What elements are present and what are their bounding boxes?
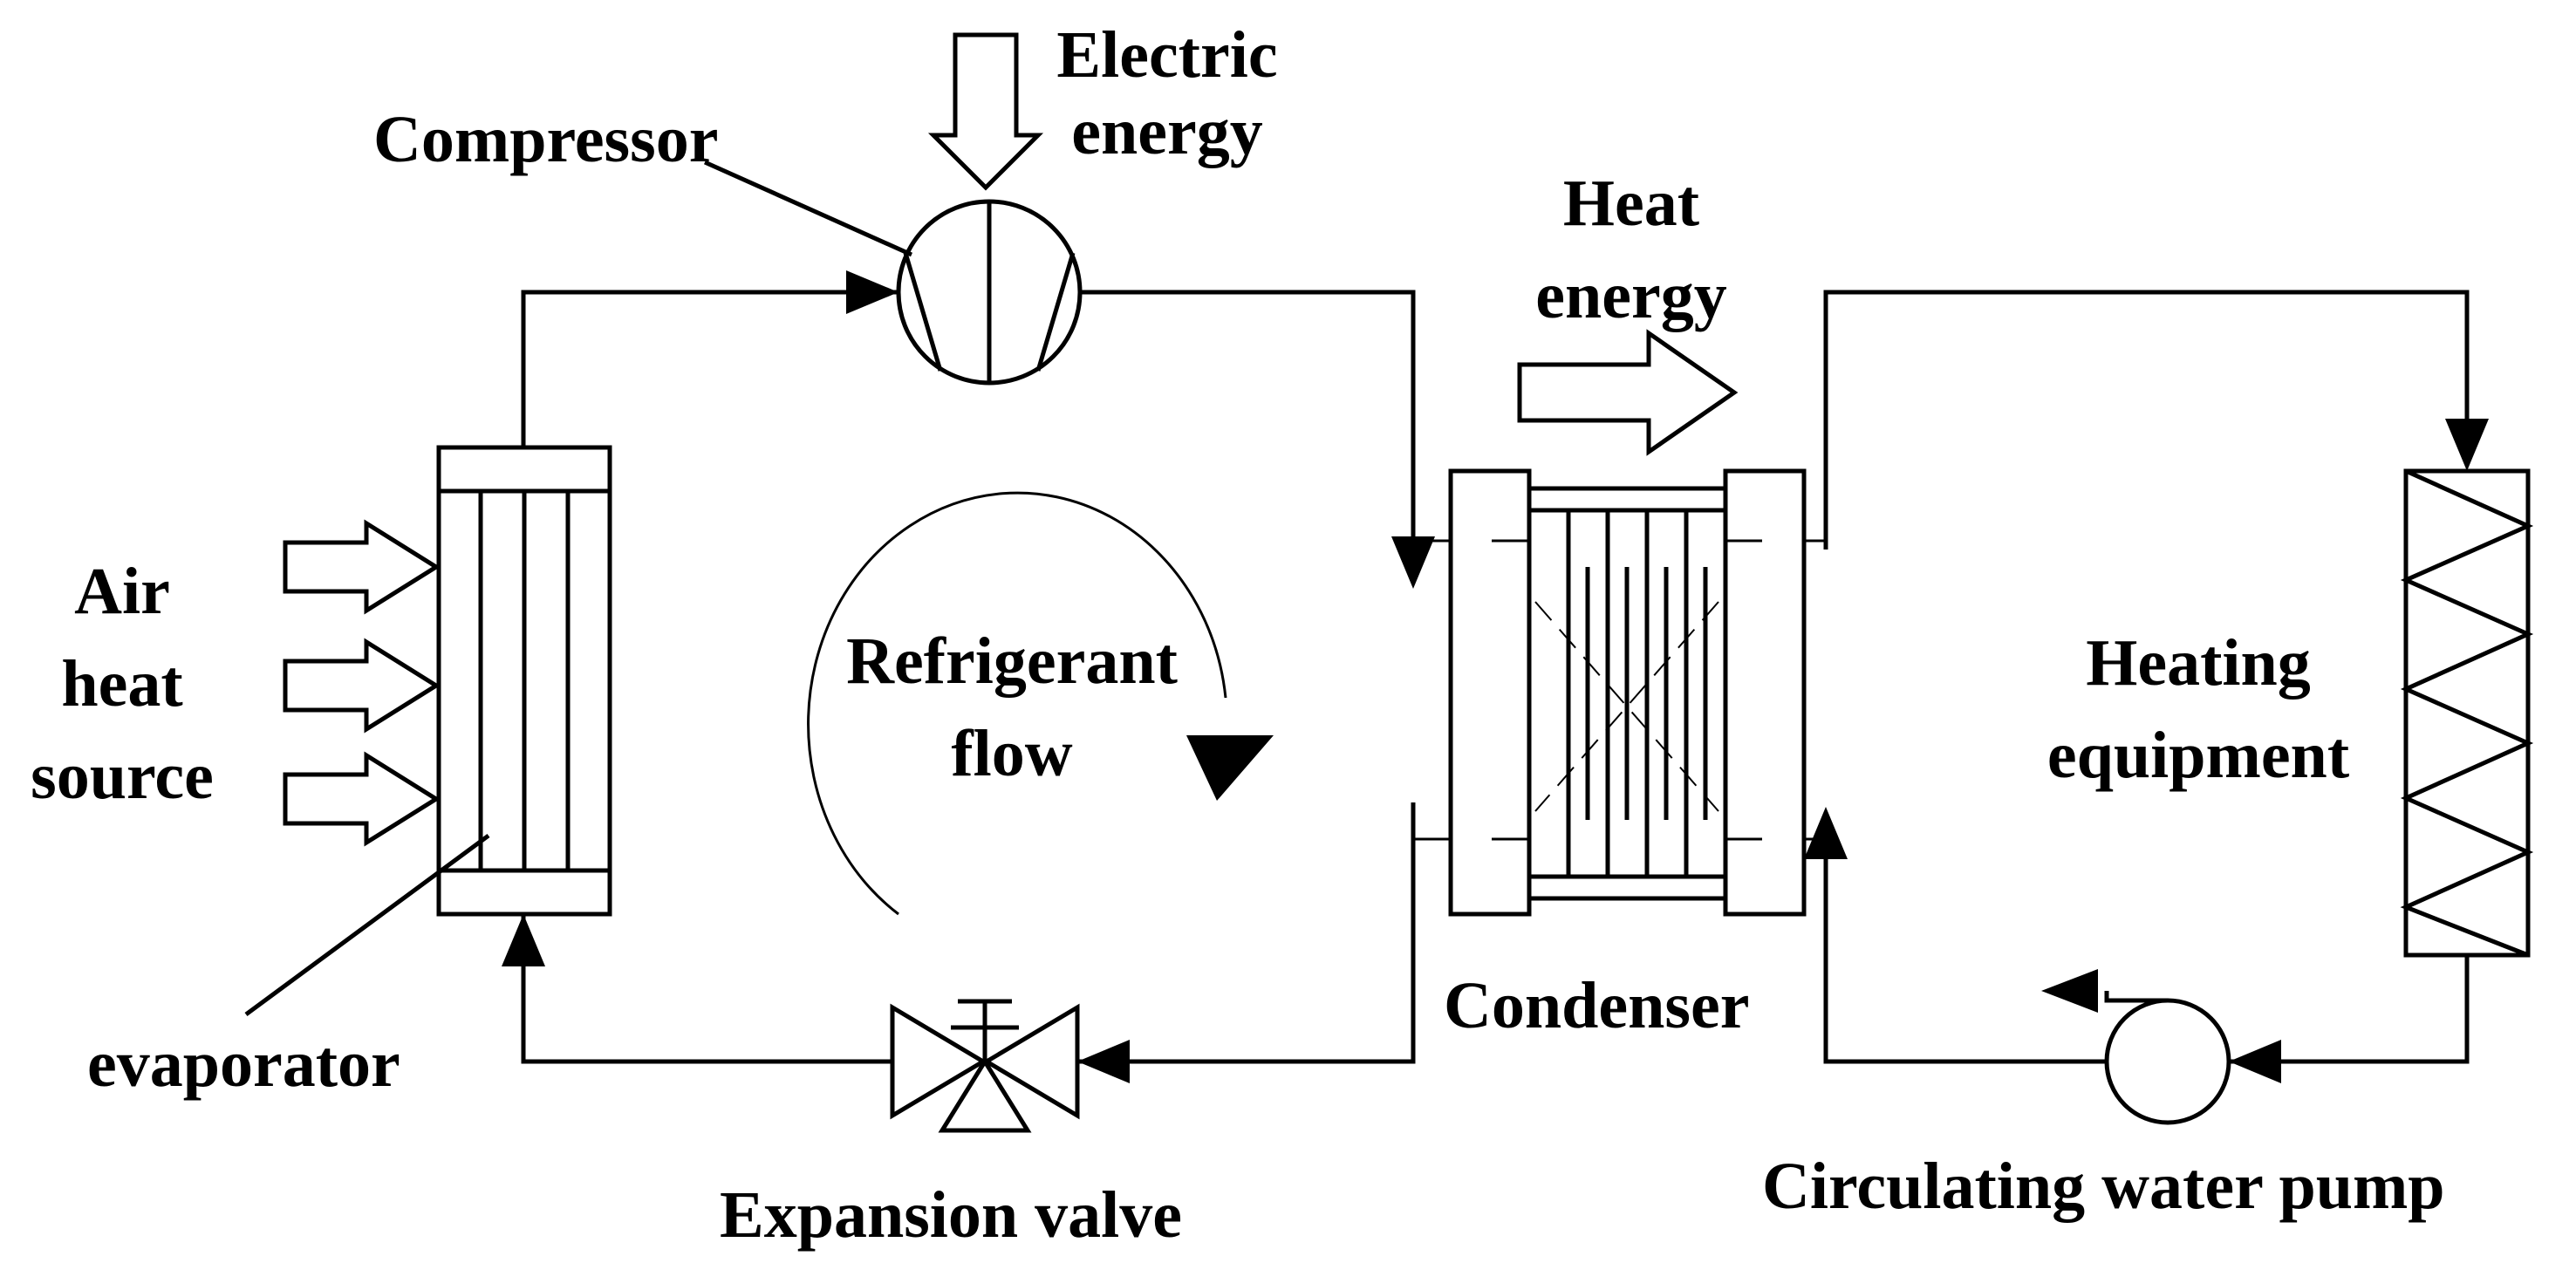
air-heat-source-label: Air heat source bbox=[9, 558, 236, 809]
pipe-evaporator-to-compressor bbox=[521, 290, 899, 447]
air-heat-source-line-2: heat bbox=[61, 647, 183, 720]
condenser-label: Condenser bbox=[1444, 969, 1750, 1042]
compressor-label: Compressor bbox=[373, 103, 719, 176]
compressor-pointer bbox=[703, 160, 913, 257]
electric-energy-arrow bbox=[927, 32, 1044, 191]
air-heat-source-line-3: source bbox=[31, 740, 214, 813]
electric-energy-line-1: Electric bbox=[1056, 18, 1278, 92]
circulating-water-pump-symbol bbox=[2104, 991, 2231, 1125]
pipe-valve-to-evaporator bbox=[521, 914, 892, 1064]
refrigerant-flow-line-2: flow bbox=[951, 717, 1073, 790]
air-heat-source-line-1: Air bbox=[74, 555, 170, 628]
evaporator-symbol bbox=[436, 445, 612, 917]
compressor-symbol bbox=[896, 199, 1083, 386]
pipe-condenser-to-valve bbox=[1077, 802, 1416, 1064]
electric-energy-line-2: energy bbox=[1071, 95, 1263, 168]
condenser-symbol bbox=[1413, 468, 1826, 917]
air-arrow-2 bbox=[283, 638, 441, 734]
arrowhead-pump-outlet bbox=[2041, 969, 2098, 1013]
arrowhead-valve-inlet bbox=[1077, 1040, 1130, 1083]
arrowhead-condenser-inlet bbox=[1391, 536, 1435, 589]
arrowhead-heater-inlet bbox=[2445, 419, 2489, 471]
arrowhead-evaporator-inlet bbox=[502, 914, 545, 966]
circulating-water-pump-label: Circulating water pump bbox=[1762, 1150, 2445, 1223]
expansion-valve-symbol bbox=[890, 999, 1080, 1133]
heating-equipment-label: Heating equipment bbox=[2006, 630, 2390, 789]
pipe-pump-to-condenser bbox=[1823, 824, 1830, 1064]
pipe-condenser-to-heater bbox=[1823, 290, 2470, 550]
pipe-heater-to-pump bbox=[2229, 955, 2470, 1064]
heat-energy-arrow bbox=[1517, 329, 1739, 456]
heating-equipment-line-1: Heating bbox=[2086, 626, 2311, 700]
heating-equipment-symbol bbox=[2400, 468, 2534, 958]
arrowhead-condenser-water-inlet bbox=[1804, 807, 1848, 859]
pipe-compressor-to-condenser bbox=[1080, 290, 1416, 541]
heating-equipment-line-2: equipment bbox=[2046, 719, 2350, 792]
heat-energy-line-2: energy bbox=[1535, 259, 1727, 332]
heat-energy-label: Heat energy bbox=[1500, 170, 1762, 329]
arrowhead-compressor-inlet bbox=[846, 270, 899, 314]
expansion-valve-label: Expansion valve bbox=[720, 1178, 1183, 1252]
electric-energy-label: Electric energy bbox=[1028, 22, 1307, 165]
arrowhead-pump-inlet bbox=[2229, 1040, 2281, 1083]
evaporator-label: evaporator bbox=[87, 1027, 400, 1101]
refrigerant-flow-line-1: Refrigerant bbox=[846, 625, 1178, 698]
evaporator-pointer bbox=[244, 833, 490, 1017]
refrigerant-flow-arc bbox=[807, 491, 1227, 916]
arrowhead-refrigerant-flow bbox=[1186, 735, 1274, 801]
heat-energy-line-1: Heat bbox=[1562, 167, 1700, 240]
air-arrow-3 bbox=[283, 751, 441, 847]
air-arrow-1 bbox=[283, 519, 441, 615]
refrigerant-flow-label: Refrigerant flow bbox=[785, 628, 1239, 787]
